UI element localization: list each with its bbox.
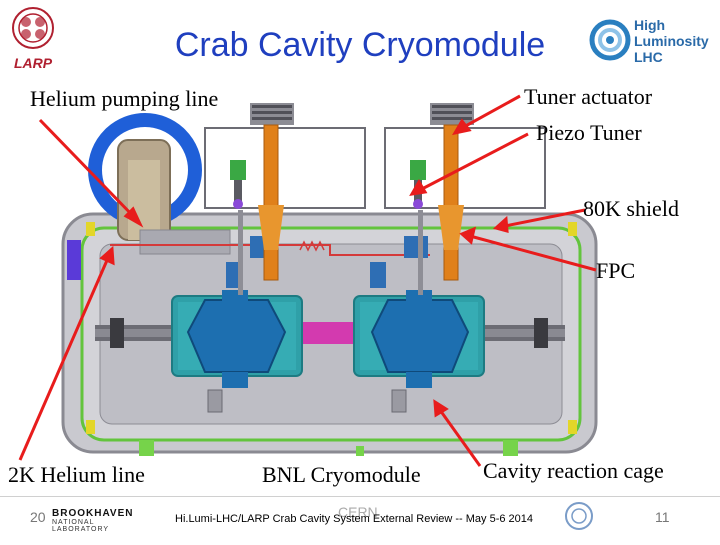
fpc-right [404, 236, 428, 258]
label-cavity-reaction-cage: Cavity reaction cage [483, 458, 664, 483]
label-tuner-actuator: Tuner actuator [524, 84, 653, 109]
support-foot [503, 440, 518, 456]
bnl-logo: BROOKHAVEN NATIONAL LABORATORY [52, 508, 152, 533]
footer-cern-overlay: CERN [338, 504, 378, 520]
piezo-right [410, 160, 426, 180]
support-foot [139, 440, 154, 456]
label-bnl-cryomodule: BNL Cryomodule [262, 462, 421, 487]
footer-text: Hi.Lumi-LHC/LARP Crab Cavity System Exte… [175, 513, 534, 525]
label-2k-helium-line: 2K Helium line [8, 462, 145, 487]
tuner-shaft-right [443, 124, 459, 281]
tuner-actuator-left [250, 103, 294, 125]
cavity-right [370, 299, 470, 373]
helium-line-2k [110, 244, 430, 256]
hl-lhc-line1: High [634, 17, 665, 33]
footer-divider [0, 496, 720, 497]
larp-logo: LARP [4, 4, 62, 74]
cern-logo [564, 501, 594, 531]
bnl-logo-text-top: BROOKHAVEN [52, 508, 134, 519]
label-fpc: FPC [596, 258, 636, 283]
cavity-left [186, 299, 287, 373]
tuner-shaft-left [263, 124, 279, 281]
label-helium-pumping-line: Helium pumping line [30, 86, 219, 111]
footer-year: 20 [30, 509, 46, 525]
beam-flange [302, 322, 354, 344]
bnl-logo-text-bottom: NATIONAL LABORATORY [52, 519, 110, 533]
tuner-frame-left [204, 127, 366, 209]
slide-title: Crab Cavity Cryomodule [174, 26, 546, 64]
tuner-actuator-right [430, 103, 474, 125]
annotation-arrows [18, 94, 597, 467]
label-piezo-tuner: Piezo Tuner [536, 120, 642, 145]
larp-logo-text: LARP [14, 55, 53, 71]
hl-lhc-line2: Luminosity [634, 33, 709, 49]
hl-lhc-line3: LHC [634, 49, 663, 65]
page-number: 11 [655, 509, 670, 525]
piezo-left [230, 160, 246, 180]
label-80k-shield: 80K shield [583, 196, 679, 221]
hl-lhc-logo: High Luminosity LHC [588, 10, 718, 70]
